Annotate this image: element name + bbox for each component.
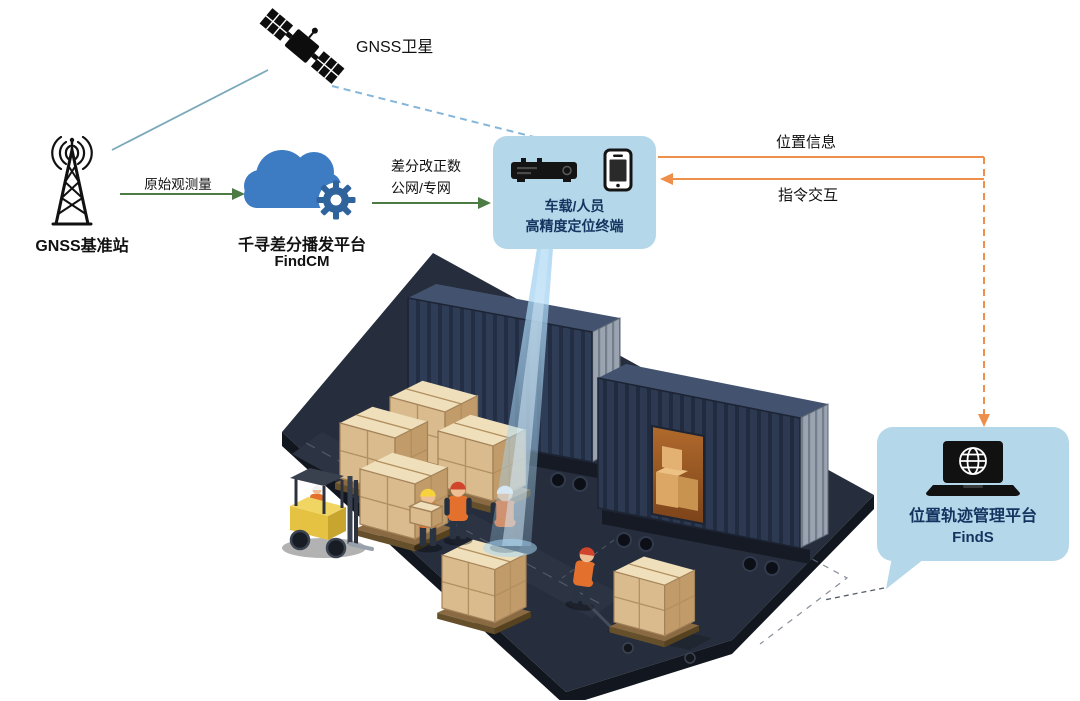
correction-label-line2: 公网/专网 <box>391 180 451 196</box>
link-raw-observation <box>120 188 245 200</box>
base-station-label: GNSS基准站 <box>35 238 129 255</box>
pallet-stack-jack <box>608 555 700 648</box>
management-platform-panel: 位置轨迹管理平台 FindS <box>877 427 1069 561</box>
raw-observation-label: 原始观测量 <box>144 177 212 192</box>
pallet-stack-bottom <box>436 538 532 636</box>
worker-2 <box>443 481 473 546</box>
link-correction <box>372 197 491 209</box>
forklift <box>282 468 374 559</box>
gear-icon <box>316 180 356 220</box>
bubble-tail <box>886 557 924 589</box>
management-platform-product: FindS <box>952 529 994 546</box>
position-info-label: 位置信息 <box>775 134 836 151</box>
management-platform-name: 位置轨迹管理平台 <box>908 508 1037 525</box>
cloud-platform-name: 千寻差分播发平台 <box>237 237 366 254</box>
satellite-label: GNSS卫星 <box>356 39 434 56</box>
radio-tower-icon <box>51 136 93 226</box>
terminal-label-line2: 高精度定位终端 <box>525 218 624 234</box>
smartphone-icon <box>603 148 632 192</box>
terminal-panel: 车载/人员 高精度定位终端 <box>493 136 656 249</box>
warehouse-scene <box>282 253 874 700</box>
link-orange-vertical <box>978 157 990 427</box>
laptop-globe-icon <box>926 441 1020 496</box>
correction-label-line1: 差分改正数 <box>391 158 461 174</box>
cloud-gear-icon <box>244 150 356 220</box>
terminal-label-line1: 车载/人员 <box>544 198 605 214</box>
container-2 <box>597 364 829 576</box>
link-satellite-to-base <box>111 69 269 151</box>
link-satellite-to-terminal <box>331 85 547 141</box>
link-command-interaction <box>660 173 984 185</box>
link-finds-to-scene <box>823 587 885 601</box>
command-interaction-label: 指令交互 <box>777 187 838 204</box>
satellite-icon <box>259 8 345 84</box>
worker-pallet-jack <box>565 547 599 611</box>
terminal-icons <box>510 148 632 192</box>
cloud-platform-product: FindCM <box>274 253 330 270</box>
vehicle-terminal-icon <box>510 158 577 182</box>
worker-carrying-box <box>407 488 445 553</box>
